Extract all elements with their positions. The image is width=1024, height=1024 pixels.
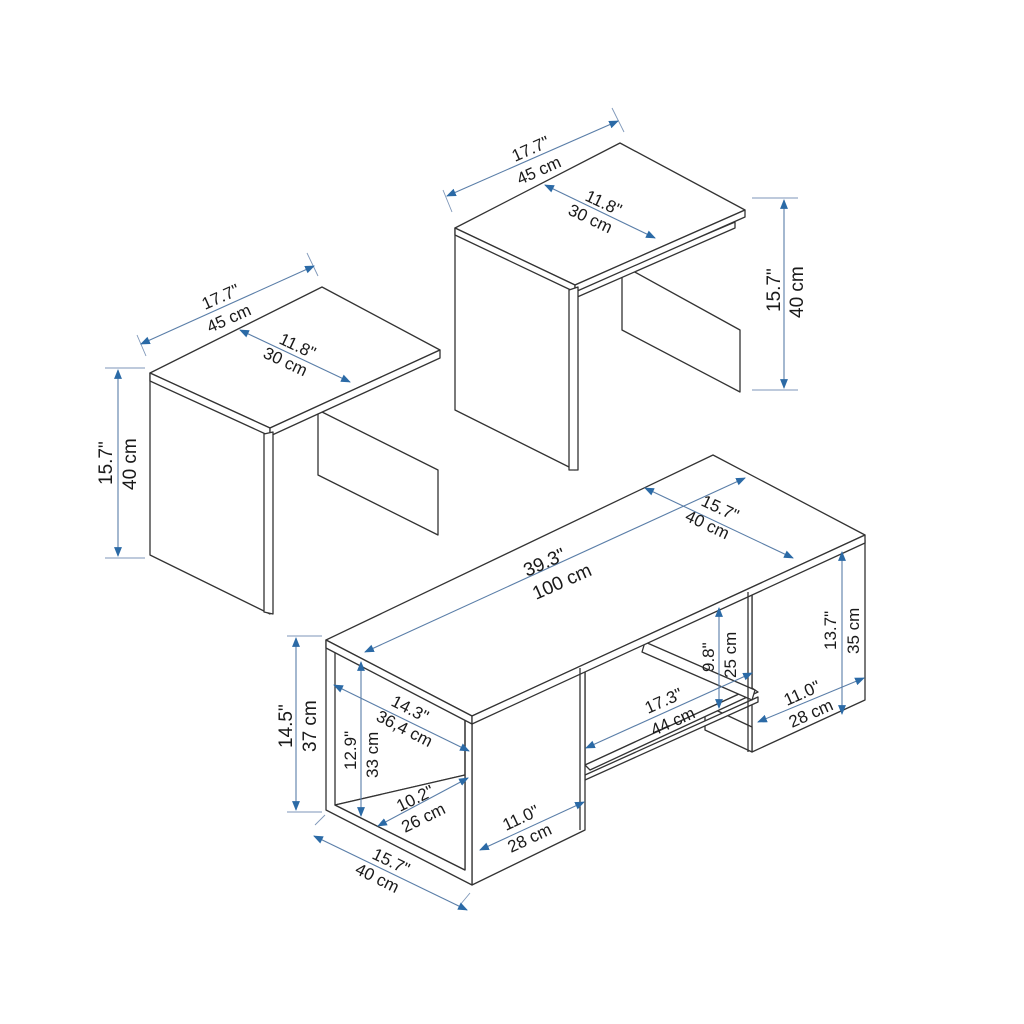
left-inner-height-cm: 33 cm <box>363 732 382 778</box>
left-inner-height-in: 12.9" <box>341 731 360 770</box>
side-table-right <box>454 142 746 471</box>
middle-gap-cm: 25 cm <box>721 632 740 678</box>
coffee-height-in: 14.5" <box>276 704 297 748</box>
left-table-height-cm: 40 cm <box>120 438 141 490</box>
right-table-height-in: 15.7" <box>764 268 785 312</box>
right-table-height-cm: 40 cm <box>787 266 808 318</box>
coffee-height-cm: 37 cm <box>300 700 321 752</box>
right-height-cm: 35 cm <box>844 608 863 654</box>
left-table-height-in: 15.7" <box>96 441 117 485</box>
right-height-in: 13.7" <box>821 611 840 650</box>
middle-gap-in: 9.8" <box>699 642 718 672</box>
side-table-left <box>149 286 441 615</box>
